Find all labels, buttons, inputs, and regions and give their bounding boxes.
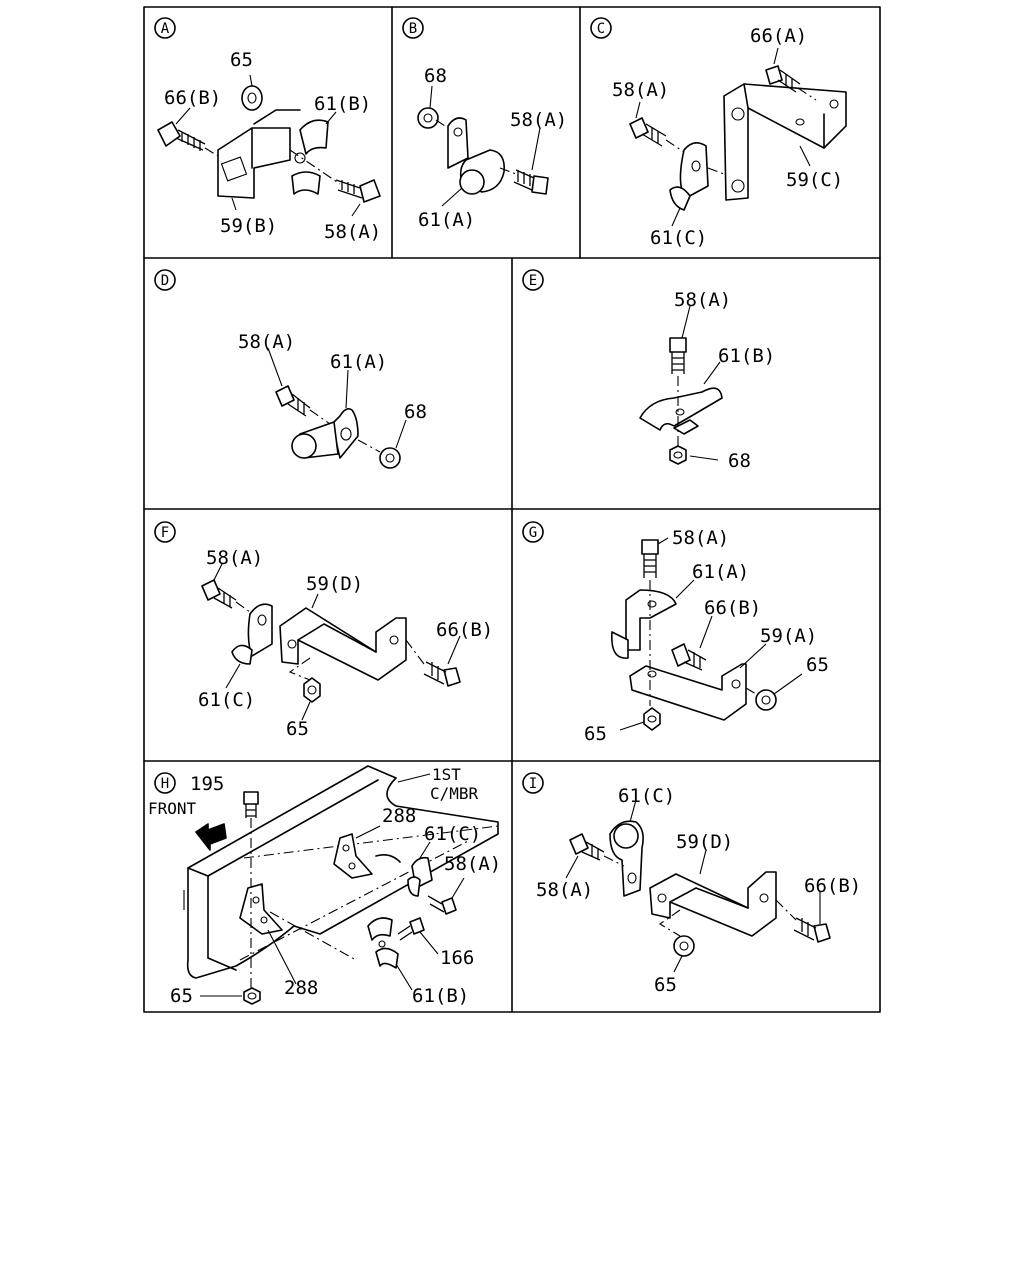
label-i-61c: 61(C) [618, 785, 675, 807]
label-f-66b: 66(B) [436, 619, 493, 641]
label-d-61a: 61(A) [330, 351, 387, 373]
panel-grid [143, 6, 881, 1013]
label-h-1st: 1ST [432, 765, 461, 784]
label-f-61c: 61(C) [198, 689, 255, 711]
label-i-65: 65 [654, 974, 677, 996]
label-h-cmbr: C/MBR [430, 784, 479, 803]
label-g-59a: 59(A) [760, 625, 817, 647]
panel-h: H [148, 765, 501, 1007]
label-h-61c: 61(C) [424, 823, 481, 845]
label-a-61b: 61(B) [314, 93, 371, 115]
label-d-58a: 58(A) [238, 331, 295, 353]
label-a-66b: 66(B) [164, 87, 221, 109]
label-i-58a: 58(A) [536, 879, 593, 901]
label-a-65: 65 [230, 49, 253, 71]
panel-f: F 58(A) 59(D) 66(B) 61(C) 65 [154, 521, 493, 740]
panel-g: G 58(A) 61(A) 66(B) 59(A) 65 65 [522, 521, 829, 745]
label-g-65-right: 65 [806, 654, 829, 676]
label-c-61c: 61(C) [650, 227, 707, 249]
label-g-61a: 61(A) [692, 561, 749, 583]
label-h-288-top: 288 [382, 805, 416, 827]
label-i-66b: 66(B) [804, 875, 861, 897]
label-b-58a: 58(A) [510, 109, 567, 131]
label-g-66b: 66(B) [704, 597, 761, 619]
panel-i: I 61(C) 59(D) 58(A) 66(B) 65 [522, 772, 861, 996]
panel-f-letter: F [161, 525, 169, 541]
label-a-59b: 59(B) [220, 215, 277, 237]
panel-d: D 58(A) 61(A) 68 [154, 269, 427, 469]
panel-c-letter: C [597, 21, 605, 37]
label-b-61a: 61(A) [418, 209, 475, 231]
panel-e-letter: E [529, 273, 537, 289]
panel-g-letter: G [529, 525, 537, 541]
label-g-65-bottom: 65 [584, 723, 607, 745]
label-h-front: FRONT [148, 799, 197, 818]
label-c-66a: 66(A) [750, 25, 807, 47]
label-e-61b: 61(B) [718, 345, 775, 367]
label-i-59d: 59(D) [676, 831, 733, 853]
panel-b-letter: B [409, 21, 417, 37]
label-h-166: 166 [440, 947, 474, 969]
label-c-58a: 58(A) [612, 79, 669, 101]
label-h-61b: 61(B) [412, 985, 469, 1007]
label-h-65: 65 [170, 985, 193, 1007]
label-h-288-bottom: 288 [284, 977, 318, 999]
panel-c: C 66(A) 58(A) 59(C) 61(C) [590, 17, 847, 249]
label-a-58a: 58(A) [324, 221, 381, 243]
panel-d-letter: D [161, 273, 169, 289]
panel-b: B 68 58(A) 61(A) [402, 17, 567, 231]
label-h-195: 195 [190, 773, 224, 795]
label-g-58a: 58(A) [672, 527, 729, 549]
panel-h-letter: H [161, 776, 169, 792]
label-c-59c: 59(C) [786, 169, 843, 191]
panel-e: E 58(A) 61(B) 68 [522, 269, 775, 472]
panel-a: A 65 66(B) 61(B) 59(B) 58(A) [154, 17, 381, 243]
label-h-58a: 58(A) [444, 853, 501, 875]
label-d-68: 68 [404, 401, 427, 423]
label-f-65: 65 [286, 718, 309, 740]
label-b-68: 68 [424, 65, 447, 87]
panel-i-letter: I [529, 776, 537, 792]
label-e-58a: 58(A) [674, 289, 731, 311]
label-f-59d: 59(D) [306, 573, 363, 595]
label-e-68: 68 [728, 450, 751, 472]
label-f-58a: 58(A) [206, 547, 263, 569]
panel-a-letter: A [161, 21, 170, 37]
